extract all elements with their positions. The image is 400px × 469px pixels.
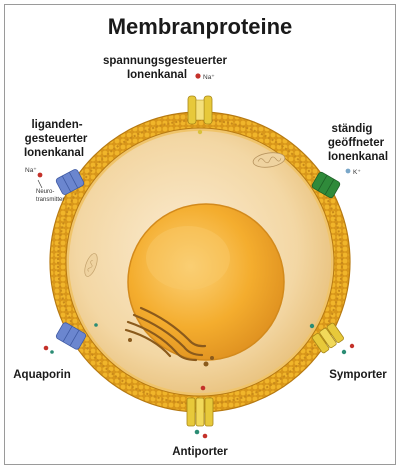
label-symporter: Symporter [329,369,387,381]
ion-dot [349,343,355,349]
antiporter-protein [186,397,214,427]
aquaporin-channel [55,322,87,350]
cell-nucleus [127,203,285,361]
ion-dot [309,323,315,329]
label-voltage-gated-line-1: spannungsgesteuerter [103,55,227,67]
label-voltage-gated-line-2: Ionenkanal [127,69,187,81]
voltage-gated-ion-channel [187,95,213,125]
label-k-ion: K⁺ [353,169,361,176]
label-ligand-gated-line-3: Ionenkanal [24,147,84,159]
label-ligand-gated-line-2: gesteuerter [25,133,88,145]
water-molecule-icon [94,323,98,327]
golgi-apparatus-icon [124,306,214,367]
potassium-ion-icon [345,168,351,174]
vesicle-icon [84,253,98,277]
label-leak-channel-line-2: geöffneter [328,137,385,149]
ion-dot [341,349,347,355]
ion-dot [194,429,200,435]
label-leak-channel-line-1: ständig [332,123,373,135]
water-molecule-icon [50,350,54,354]
ion-dot [200,385,206,391]
sodium-ion-icon [37,172,43,178]
label-neurotransmitter-line-1: Neuro- [36,189,54,195]
ion-dot [202,433,208,439]
ligand-gated-ion-channel [55,169,85,195]
diagram-title: Membranproteine [108,14,293,39]
sodium-ion-icon [195,73,201,79]
ion-dot [197,129,203,135]
label-antiporter: Antiporter [172,446,228,458]
label-aquaporin: Aquaporin [13,369,71,381]
label-leak-channel-line-3: Ionenkanal [328,151,388,163]
label-ligand-gated-line-1: liganden- [31,119,82,131]
mitochondrion-icon [252,152,286,168]
label-na-ion-top: Na⁺ [203,74,215,81]
symporter-protein [312,322,344,354]
label-na-ion-left: Na⁺ [25,167,37,174]
pointer-line [37,179,43,189]
label-neurotransmitter-line-2: transmitter [36,197,64,203]
water-molecule-icon [43,345,49,351]
leak-ion-channel [311,171,341,199]
